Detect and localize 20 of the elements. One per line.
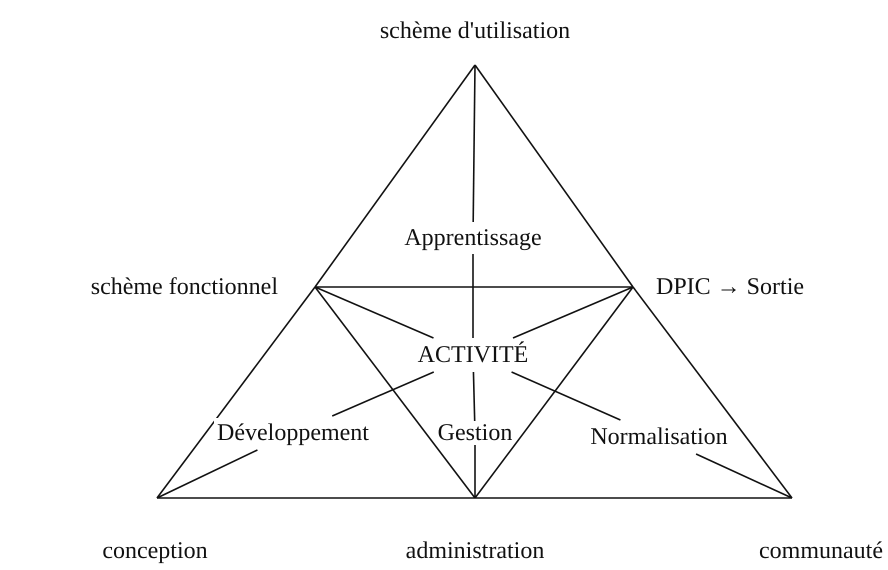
connector-line [156,286,316,498]
connector-line [632,286,793,498]
connector-line [472,372,476,422]
connector-line [512,286,634,339]
connector-line [314,286,434,339]
connector-line [332,371,434,417]
connector-line [475,497,792,499]
connector-line [156,449,258,499]
connector-line [474,445,476,498]
connector-line [696,453,792,499]
connector-line [472,65,476,222]
connector-line [157,497,475,499]
connector-line [474,286,634,498]
connector-line [472,254,474,338]
connector-line [474,64,634,288]
connector-line [314,286,476,498]
connector-line [511,371,621,421]
vertex-label: Développement [214,418,372,448]
connector-line [315,286,633,288]
connector-line [314,64,476,288]
